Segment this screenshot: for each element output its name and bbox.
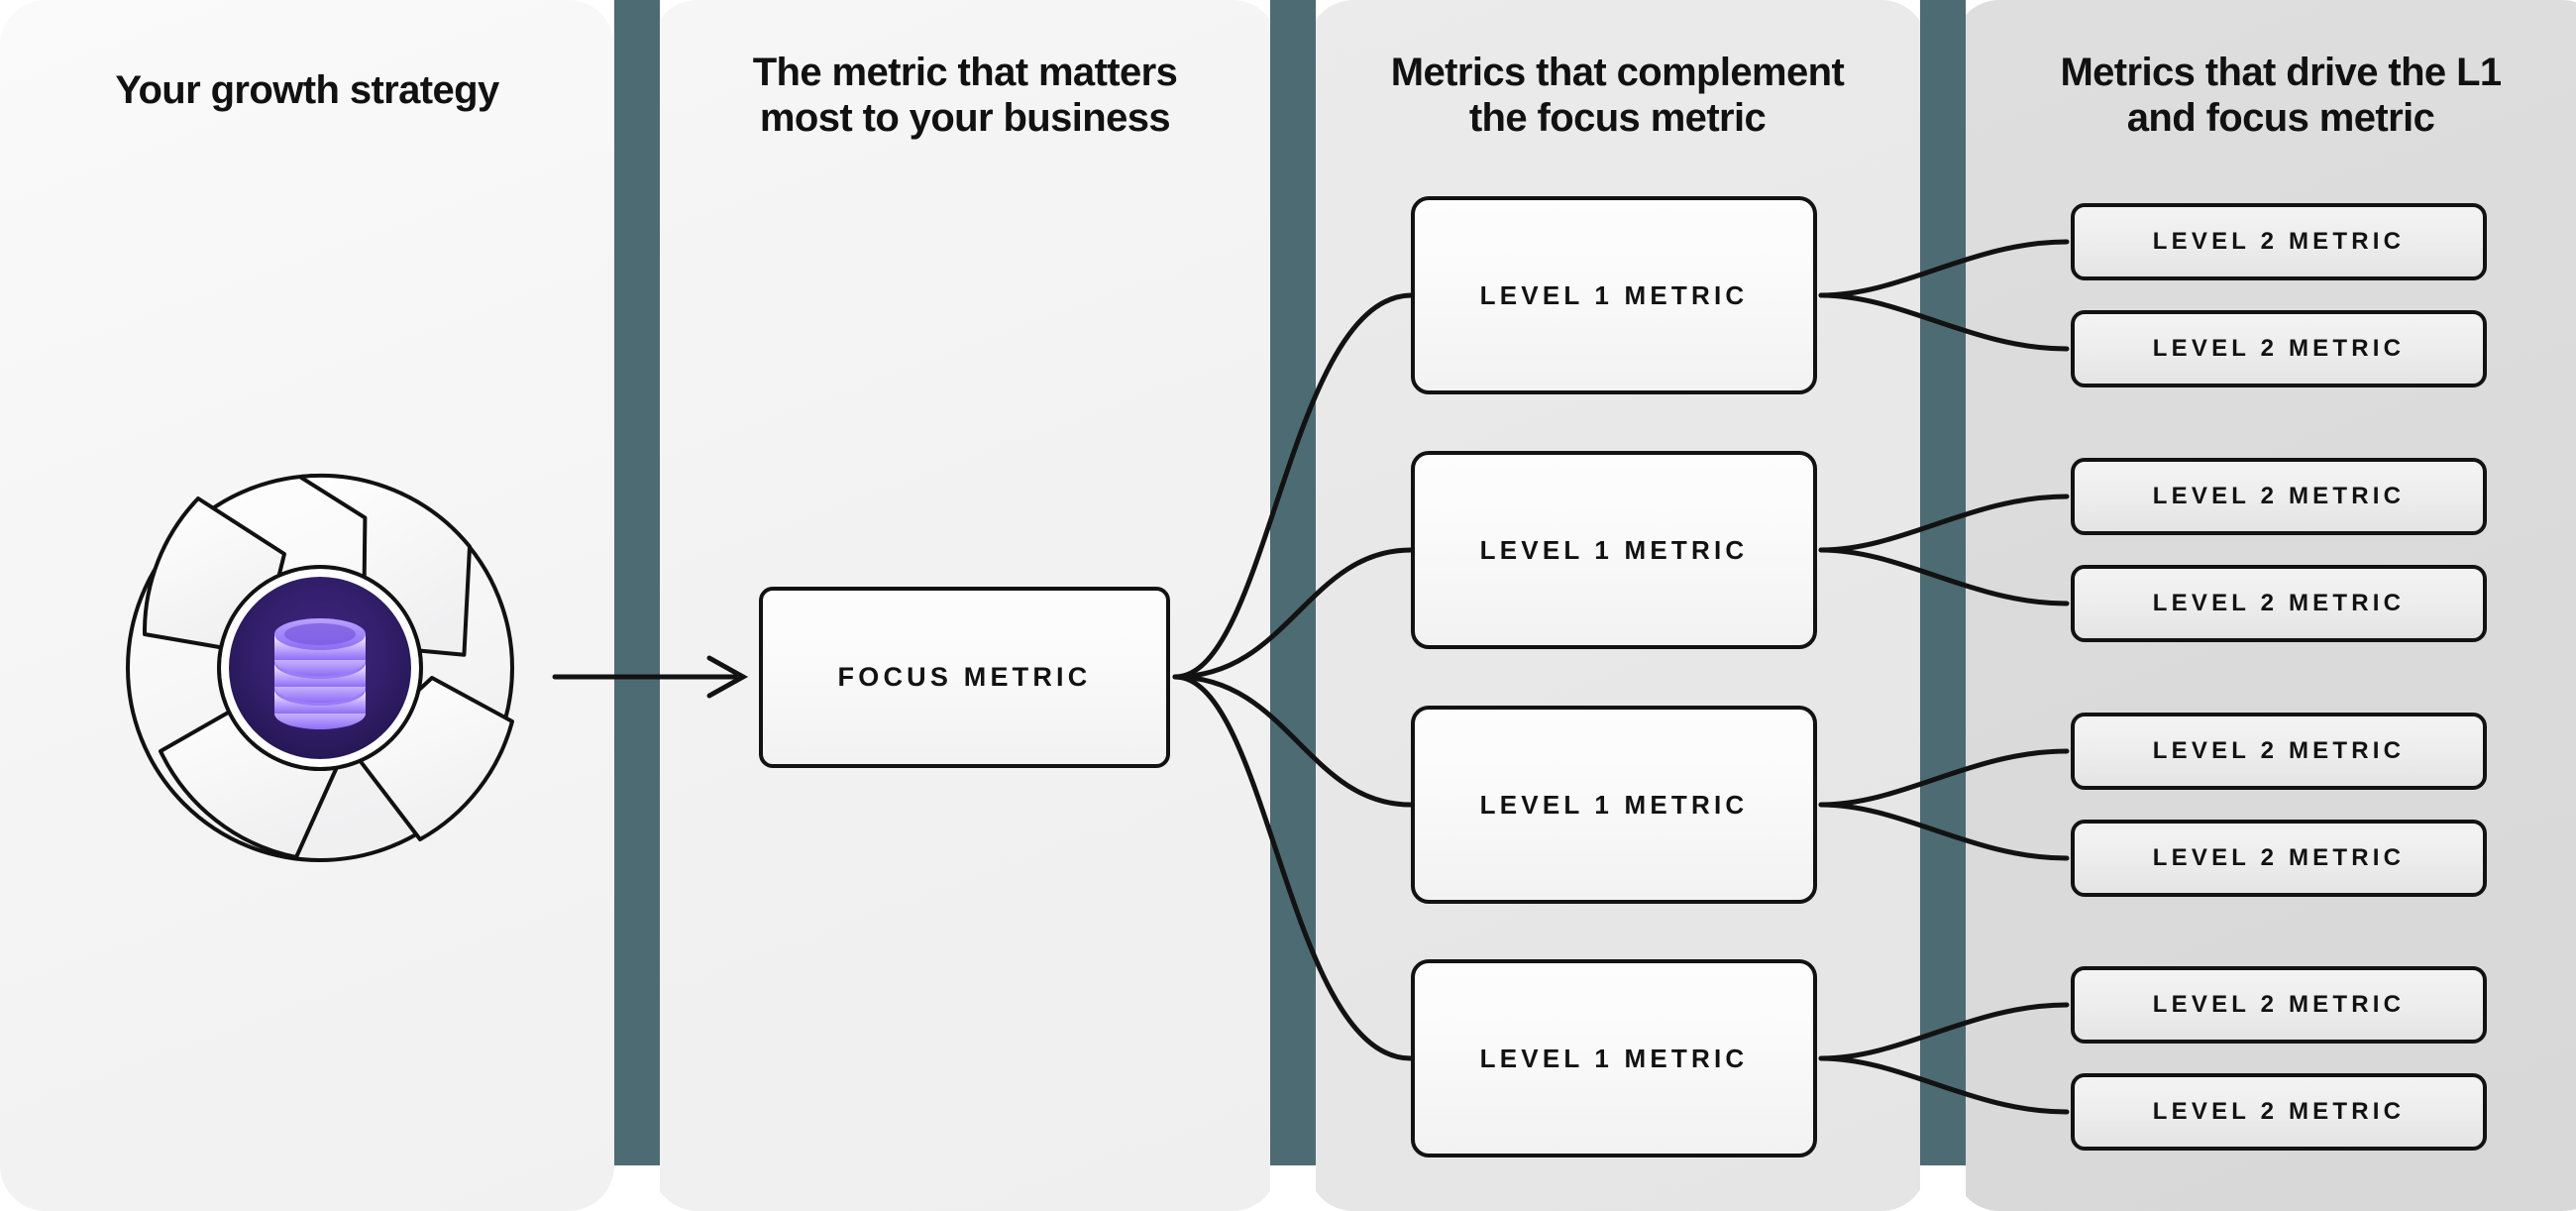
column-separator-3 xyxy=(1920,0,1966,1211)
level-1-metric-node[interactable]: LEVEL 1 METRIC xyxy=(1411,451,1817,649)
focus-metric-node[interactable]: FOCUS METRIC xyxy=(759,587,1170,768)
pinwheel-aperture-circle xyxy=(126,473,514,862)
level-2-metric-node[interactable]: LEVEL 2 METRIC xyxy=(2071,310,2487,387)
level-2-metric-node[interactable]: LEVEL 2 METRIC xyxy=(2071,820,2487,897)
level-2-metric-node[interactable]: LEVEL 2 METRIC xyxy=(2071,565,2487,642)
level-2-metric-node[interactable]: LEVEL 2 METRIC xyxy=(2071,458,2487,535)
level-2-metric-node[interactable]: LEVEL 2 METRIC xyxy=(2071,203,2487,280)
level-1-metric-node[interactable]: LEVEL 1 METRIC xyxy=(1411,706,1817,904)
level-2-metric-node[interactable]: LEVEL 2 METRIC xyxy=(2071,713,2487,790)
column-separator-1 xyxy=(614,0,660,1211)
level-2-metric-node[interactable]: LEVEL 2 METRIC xyxy=(2071,966,2487,1044)
level-1-metric-node[interactable]: LEVEL 1 METRIC xyxy=(1411,196,1817,394)
column-title-strategy: Your growth strategy xyxy=(115,68,499,112)
database-icon xyxy=(274,618,366,729)
column-separator-2 xyxy=(1270,0,1316,1211)
level-2-metric-node[interactable]: LEVEL 2 METRIC xyxy=(2071,1073,2487,1151)
level-1-metric-node[interactable]: LEVEL 1 METRIC xyxy=(1411,959,1817,1157)
